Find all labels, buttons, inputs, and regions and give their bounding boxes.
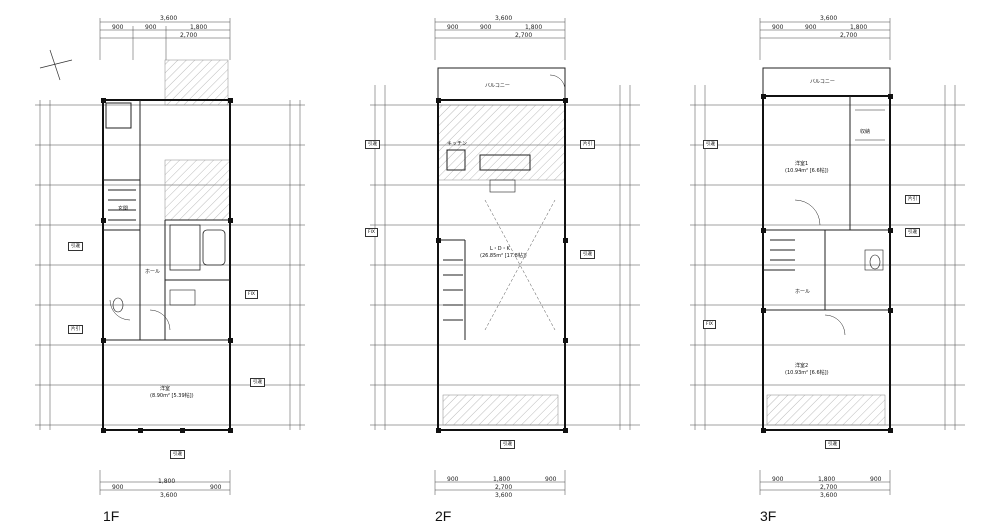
floor-label-2f: 2F — [435, 508, 452, 524]
room-label-western: 洋室 — [160, 386, 171, 392]
room-label-kitchen: キッチン — [447, 141, 468, 147]
dim-top-900a: 900 — [112, 24, 124, 31]
dim-top-900b: 900 — [805, 24, 817, 31]
dim-bottom-2700: 2,700 — [820, 484, 838, 491]
window-tag-left-2: 片引 — [68, 325, 83, 334]
window-tag-right-2: 引違 — [580, 250, 595, 259]
dim-top-900b: 900 — [480, 24, 492, 31]
floor-plan-1f-drawing — [35, 18, 305, 495]
room-label-storage: 収納 — [860, 129, 871, 135]
dim-top-2700: 2,700 — [515, 32, 533, 39]
floor-label-3f: 3F — [760, 508, 777, 524]
window-tag-left-2: FIX — [703, 320, 716, 329]
dim-bottom-900a: 900 — [112, 484, 124, 491]
room-label-bedroom-1: 洋室1 — [795, 161, 809, 167]
room-area-note: (8.90m² [5.39帖]) — [150, 393, 194, 399]
dim-bottom-3600: 3,600 — [495, 492, 513, 499]
room-label-balcony: バルコニー — [485, 83, 510, 89]
dim-top-900a: 900 — [447, 24, 459, 31]
window-tag-bottom: 引違 — [825, 440, 840, 449]
dim-bottom-1800: 1,800 — [493, 476, 511, 483]
dim-top-1800: 1,800 — [190, 24, 208, 31]
room-area-note-2: (10.93m² [6.6帖]) — [785, 370, 829, 376]
window-tag-left-1: 引違 — [68, 242, 83, 251]
window-tag-left-1: 引違 — [365, 140, 380, 149]
dim-top-1800: 1,800 — [850, 24, 868, 31]
window-tag-bottom: 引違 — [500, 440, 515, 449]
dim-bottom-3600: 3,600 — [160, 492, 178, 499]
dim-top-900a: 900 — [772, 24, 784, 31]
dim-top-3600: 3,600 — [820, 15, 838, 22]
window-tag-right-2: 引違 — [905, 228, 920, 237]
room-label-hall: ホール — [795, 289, 811, 295]
window-tag-right-1: FIX — [245, 290, 258, 299]
window-tag-right-2: 引違 — [250, 378, 265, 387]
dim-bottom-900b: 900 — [545, 476, 557, 483]
room-label-balcony: バルコニー — [810, 79, 835, 85]
dim-top-2700: 2,700 — [180, 32, 198, 39]
window-tag-left-1: 引違 — [703, 140, 718, 149]
room-label-hall: ホール — [145, 269, 161, 275]
room-area-note-1: (10.94m² [6.6帖]) — [785, 168, 829, 174]
dim-top-3600: 3,600 — [495, 15, 513, 22]
floor-label-1f: 1F — [103, 508, 120, 524]
floor-plan-2f: 3,600 900 900 1,800 2,700 900 1,800 900 … — [335, 0, 665, 529]
dim-top-900b: 900 — [145, 24, 157, 31]
room-label-ldk: L・D・K — [490, 246, 510, 252]
dim-bottom-1800: 1,800 — [158, 478, 176, 485]
dim-top-2700: 2,700 — [840, 32, 858, 39]
dim-bottom-3600: 3,600 — [820, 492, 838, 499]
room-area-note: (26.85m² [17.8帖]) — [480, 253, 527, 259]
dim-top-3600: 3,600 — [160, 15, 178, 22]
dim-bottom-900a: 900 — [447, 476, 459, 483]
window-tag-left-2: FIX — [365, 228, 378, 237]
dim-bottom-900b: 900 — [870, 476, 882, 483]
window-tag-right-1: 片引 — [580, 140, 595, 149]
floor-plan-3f: 3,600 900 900 1,800 2,700 900 1,800 900 … — [665, 0, 1000, 529]
dim-bottom-900b: 900 — [210, 484, 222, 491]
dim-bottom-2700: 2,700 — [495, 484, 513, 491]
dim-bottom-1800: 1,800 — [818, 476, 836, 483]
window-tag-bottom: 引違 — [170, 450, 185, 459]
room-label-bedroom-2: 洋室2 — [795, 363, 809, 369]
window-tag-right-1: 片引 — [905, 195, 920, 204]
floor-plan-2f-drawing — [370, 18, 640, 495]
floor-plan-1f: 3,600 900 900 1,800 2,700 900 1,800 900 … — [0, 0, 330, 529]
room-label-entrance: 玄関 — [118, 206, 129, 212]
dim-top-1800: 1,800 — [525, 24, 543, 31]
dim-bottom-900a: 900 — [772, 476, 784, 483]
